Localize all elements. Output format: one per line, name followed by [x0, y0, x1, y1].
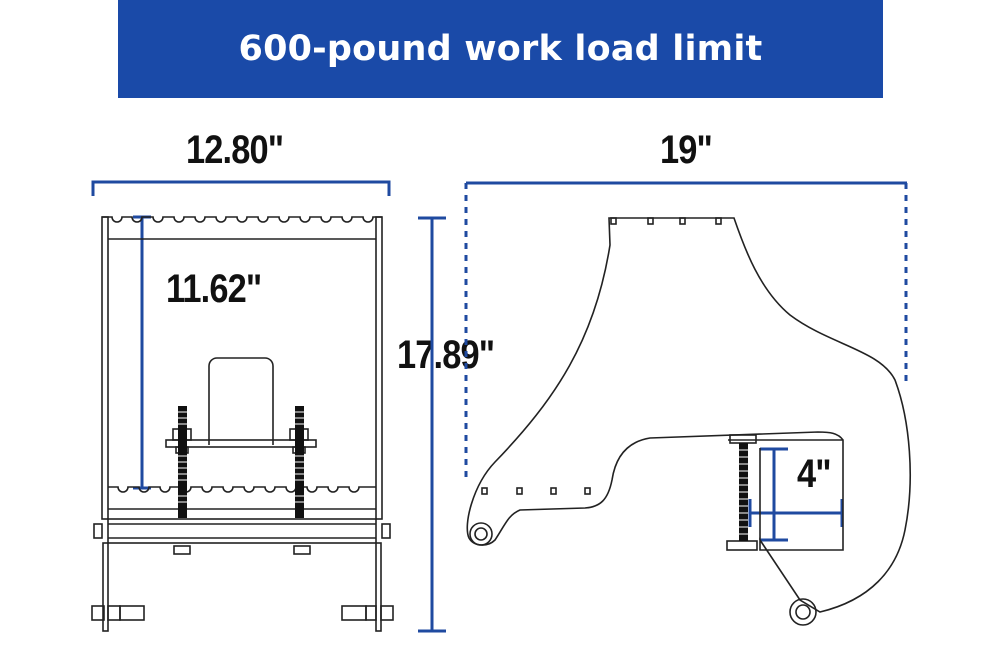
- title-banner: 600-pound work load limit: [118, 0, 883, 98]
- dimension-lines: [91, 180, 908, 633]
- front-view: [91, 216, 394, 632]
- dimension-front-width: 12.80": [186, 128, 284, 172]
- dimension-front-inner-height: 11.62": [166, 267, 262, 311]
- banner-title: 600-pound work load limit: [238, 29, 763, 69]
- dimension-side-length: 19": [660, 128, 713, 172]
- side-view: [466, 217, 911, 626]
- front-width-bracket: [91, 180, 391, 196]
- front-threaded-bolts: [178, 406, 304, 518]
- side-threaded-bolt: [739, 443, 748, 541]
- dimension-overall-height: 17.89": [397, 333, 495, 377]
- dimension-clamp-opening: 4": [797, 452, 832, 496]
